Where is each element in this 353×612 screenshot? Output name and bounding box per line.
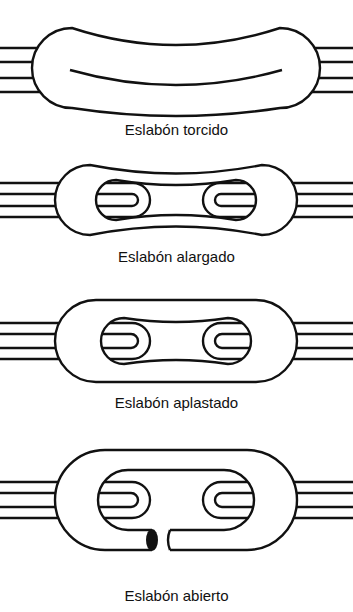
twisted-link bbox=[32, 28, 320, 116]
caption: Eslabón alargado bbox=[118, 248, 235, 266]
flattened-chain bbox=[0, 300, 353, 382]
elongated-chain bbox=[0, 165, 353, 235]
elongated-link bbox=[55, 165, 297, 235]
break-face bbox=[146, 529, 158, 551]
gap-end bbox=[168, 530, 170, 550]
flattened-link bbox=[55, 300, 297, 382]
open-link bbox=[55, 450, 297, 550]
caption: Eslabón torcido bbox=[125, 121, 228, 139]
open-chain bbox=[0, 450, 353, 553]
caption: Eslabón abierto bbox=[124, 587, 228, 605]
caption: Eslabón aplastado bbox=[115, 394, 238, 412]
twisted-chain bbox=[0, 28, 353, 116]
twist-line bbox=[70, 70, 282, 85]
